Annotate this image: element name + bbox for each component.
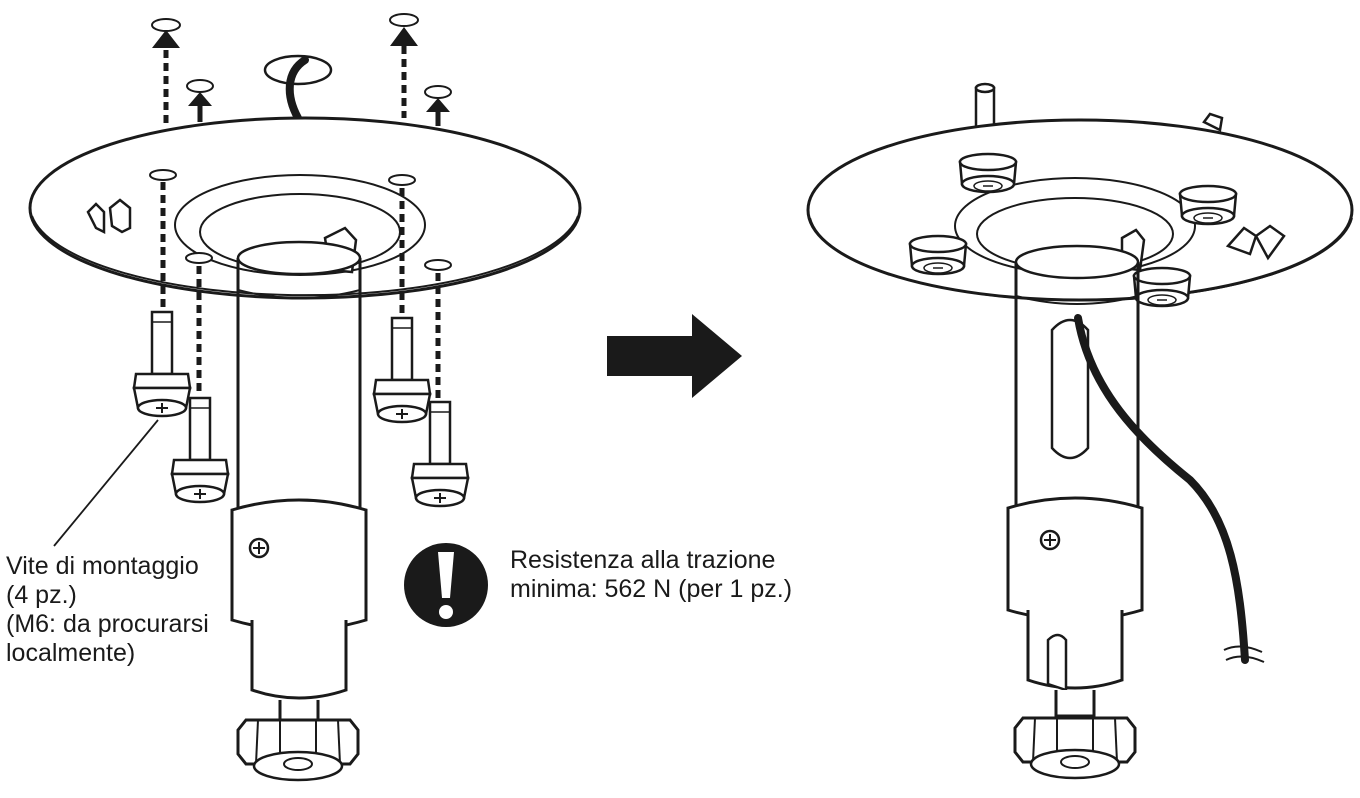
right-arrow-icon (607, 314, 742, 398)
lift-arrow-3 (389, 13, 419, 118)
plate-clip-icon (86, 198, 132, 235)
screw-leader-line (53, 419, 159, 547)
cable (285, 56, 309, 122)
mounting-screw-3 (372, 316, 432, 424)
installed-screw-4 (1132, 266, 1192, 308)
pull-strength-label-line1: Resistenza alla trazione (510, 546, 776, 574)
lift-arrow-2 (186, 79, 214, 122)
left-assembly (28, 13, 582, 782)
mounting-screw-label-line3: (M6: da procurarsi (6, 610, 209, 638)
exclamation-circle-icon (404, 543, 488, 627)
mounting-screw-label-line2: (4 pz.) (6, 581, 77, 609)
mounting-screw-1 (132, 310, 192, 418)
installed-screw-2 (1178, 184, 1238, 226)
pull-strength-label-line2: minima: 562 N (per 1 pz.) (510, 575, 793, 603)
right-assembly (806, 82, 1354, 780)
mounting-screw-label-line4: localmente) (6, 639, 136, 667)
lift-arrow-4 (424, 85, 452, 126)
installed-screw-3 (908, 234, 968, 276)
pull-strength-label: Resistenza alla trazione minima: 562 N (… (510, 546, 870, 604)
lift-arrow-1 (151, 18, 181, 126)
mounting-screw-label: Vite di montaggio (4 pz.) (M6: da procur… (6, 552, 266, 668)
cable-installed (1074, 314, 1249, 664)
mounting-screw-label-line1: Vite di montaggio (6, 552, 199, 580)
installed-screw-1 (958, 152, 1018, 194)
